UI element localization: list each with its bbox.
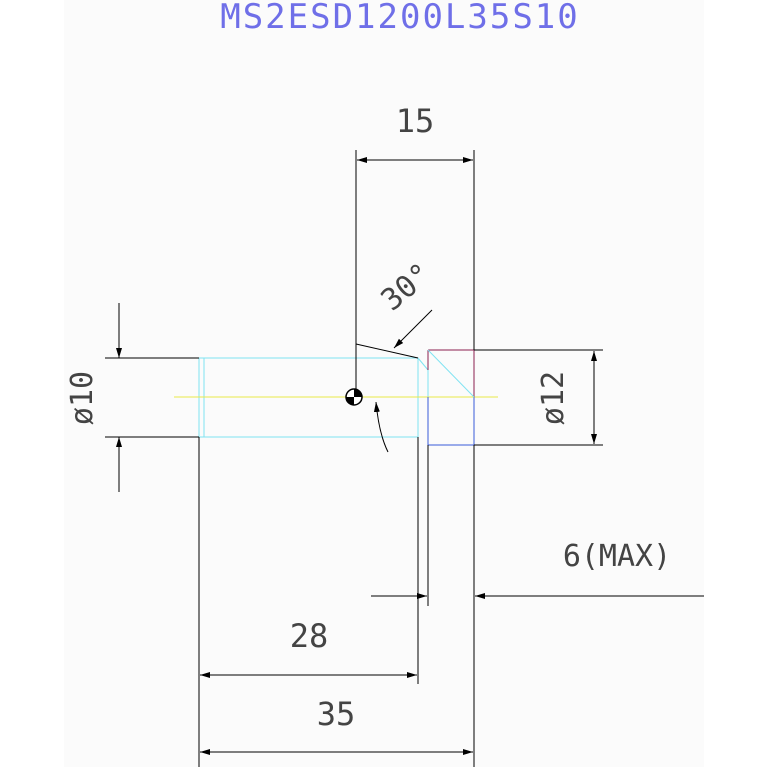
drawing-sheet xyxy=(64,0,704,767)
dim-shank-diameter-label: ø10 xyxy=(65,371,100,425)
dim-head-diameter xyxy=(474,349,603,446)
dim-shank-diameter xyxy=(105,303,199,492)
dim-angle-label: 30° xyxy=(375,256,439,318)
dim-top-width xyxy=(355,150,475,390)
dim-length-inner-label: 28 xyxy=(290,617,329,655)
dim-length-total-label: 35 xyxy=(317,695,356,733)
dim-max-depth-label: 6(MAX) xyxy=(563,539,671,574)
datum-marker-icon xyxy=(345,388,363,406)
dim-length-inner xyxy=(198,437,419,767)
drawing-title: MS2ESD1200L35S10 xyxy=(220,0,580,37)
dim-max-depth xyxy=(371,445,704,606)
dim-head-diameter-label: ø12 xyxy=(536,371,571,425)
dim-top-width-label: 15 xyxy=(396,102,435,140)
dim-angle xyxy=(355,309,433,453)
dim-length-total xyxy=(200,606,475,767)
